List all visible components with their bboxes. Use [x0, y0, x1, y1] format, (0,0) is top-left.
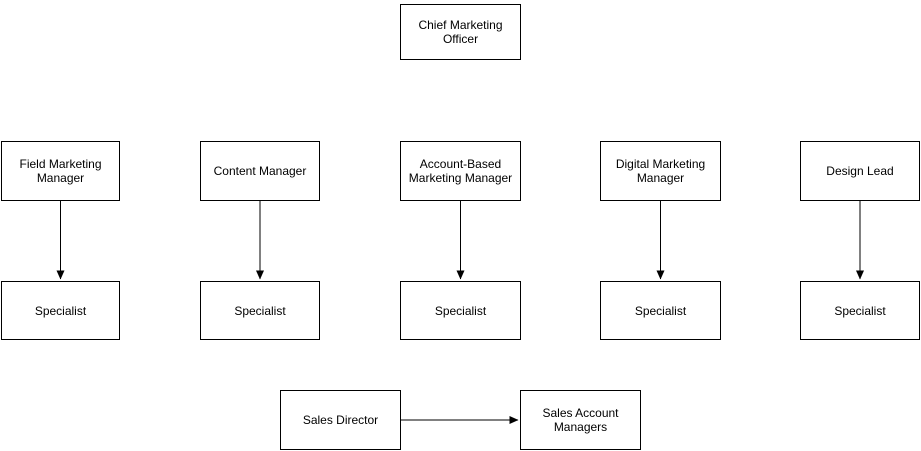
node-label: Specialist [234, 303, 286, 318]
node-label: Chief Marketing Officer [418, 18, 503, 46]
node-label: Account-Based Marketing Manager [408, 157, 513, 185]
node-label: Specialist [34, 303, 87, 318]
org-node-specialist-content: Specialist [200, 281, 320, 340]
org-node-specialist-account-based: Specialist [400, 281, 521, 340]
node-label: Content Manager [213, 164, 307, 178]
org-node-content-manager: Content Manager [200, 141, 320, 201]
node-label: Sales Account Managers [542, 406, 619, 434]
org-node-digital-marketing-manager: Digital Marketing Manager [600, 141, 721, 201]
node-label: Design Lead [826, 164, 894, 178]
org-node-design-lead: Design Lead [800, 141, 920, 201]
org-node-specialist-design: Specialist [800, 281, 920, 340]
org-node-field-marketing-manager: Field Marketing Manager [1, 141, 120, 201]
org-node-specialist-digital: Specialist [600, 281, 721, 340]
org-node-account-based-marketing-manager: Account-Based Marketing Manager [400, 141, 521, 201]
node-label: Specialist [434, 303, 487, 318]
node-label: Sales Director [302, 413, 379, 427]
org-node-specialist-field: Specialist [1, 281, 120, 340]
node-label: Specialist [634, 303, 687, 318]
org-node-chief-marketing-officer: Chief Marketing Officer [400, 4, 521, 60]
node-label: Field Marketing Manager [19, 157, 102, 185]
node-label: Specialist [834, 303, 886, 318]
node-label: Digital Marketing Manager [615, 157, 706, 185]
org-node-sales-director: Sales Director [280, 390, 401, 450]
org-node-sales-account-managers: Sales Account Managers [520, 390, 641, 450]
